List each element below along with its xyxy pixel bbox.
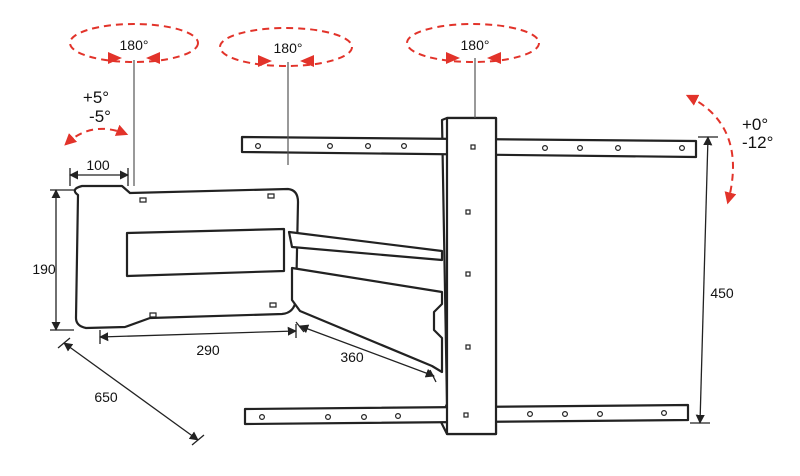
swivel-1-label: 180° bbox=[120, 37, 149, 53]
swivel-indicator-1: 180° bbox=[69, 23, 199, 64]
arm-tilt-up-label: +5° bbox=[83, 88, 109, 107]
pivot-lines bbox=[133, 58, 476, 186]
wall-plate-height-label: 190 bbox=[32, 261, 56, 277]
arm-1-length-label: 290 bbox=[196, 342, 220, 358]
dimension-450: 450 bbox=[690, 136, 734, 424]
swivel-indicator-3: 180° bbox=[406, 23, 540, 64]
tilt-up-label: +0° bbox=[742, 115, 768, 134]
wall-plate-width-label: 100 bbox=[86, 157, 110, 173]
swivel-indicator-2: 180° bbox=[219, 27, 353, 67]
dimension-360: 360 bbox=[295, 321, 437, 383]
vesa-plate bbox=[240, 116, 698, 436]
vesa-height-label: 450 bbox=[710, 285, 734, 301]
arm-tilt-down-label: -5° bbox=[89, 107, 111, 126]
dimension-290: 290 bbox=[99, 324, 297, 358]
tilt-indicator: +0° -12° bbox=[685, 94, 773, 205]
arm-tilt-indicator: +5° -5° bbox=[64, 88, 129, 146]
wall-plate bbox=[73, 184, 300, 330]
swivel-2-label: 180° bbox=[274, 40, 303, 56]
arm-2-length-label: 360 bbox=[340, 349, 364, 365]
tilt-down-label: -12° bbox=[742, 133, 773, 152]
dimension-100: 100 bbox=[69, 157, 129, 186]
swivel-3-label: 180° bbox=[461, 37, 490, 53]
max-extension-label: 650 bbox=[94, 389, 118, 405]
vesa-mounting-holes bbox=[255, 143, 685, 421]
dimension-650: 650 bbox=[57, 337, 205, 446]
dimension-190: 190 bbox=[32, 189, 74, 331]
